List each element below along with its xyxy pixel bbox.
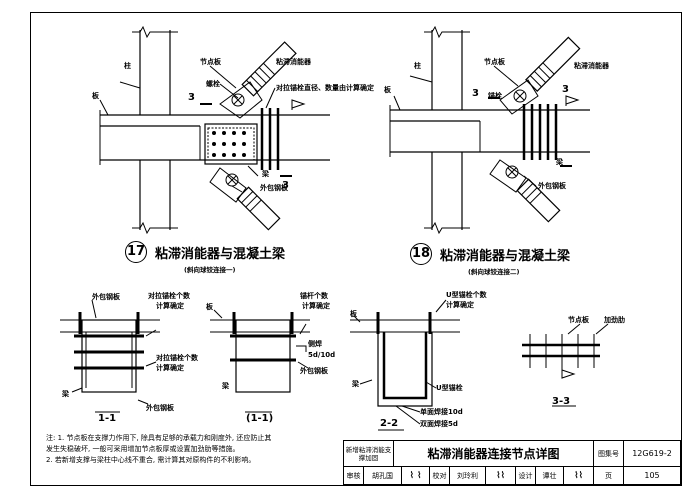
fig17-node-plate-label: 节点板 (200, 58, 221, 66)
fig17-subcaption: (斜向球铰连接一) (184, 266, 236, 274)
tb-checker: 刘玲利 (450, 467, 486, 484)
fig18-outer-steel-label: 外包钢板 (538, 182, 566, 190)
tb-check-label: 校对 (430, 467, 450, 484)
sec22-u-bolt-count-label: U型锚栓个数 (446, 291, 487, 299)
fig17-damper-label: 粘滞消能器 (276, 58, 311, 66)
fig18-caption: 粘滞消能器与混凝土梁 (440, 249, 571, 264)
tb-page-label: 页 (594, 467, 624, 484)
title-block: 新增粘滞消能支撑加固 粘滞消能器连接节点详图 图集号 12G619-2 审核 胡… (343, 440, 681, 485)
fig17-section-mark-lower: 3 (282, 180, 289, 191)
fig17-bolt-label: 螺栓 (206, 80, 220, 88)
notes: 注: 1. 节点板在支撑力作用下, 除具有足够的承载力和刚度外, 还应防止其 发… (46, 433, 336, 466)
sec33-node-plate-label: 节点板 (568, 316, 589, 324)
sec33-title: 3-3 (552, 396, 571, 407)
fig18-column-label: 柱 (414, 62, 421, 70)
sec11b-plate-label: 板 (206, 303, 213, 311)
fig18-drawing (389, 25, 590, 235)
fig18-number: 18 (410, 243, 432, 265)
fig17-caption: 粘滞消能器与混凝土梁 (155, 247, 286, 262)
sec22-drawing (350, 299, 460, 431)
sec11-outer-steel-top-label: 外包钢板 (92, 293, 120, 301)
sec33-stiffener-label: 加劲肋 (604, 316, 625, 324)
tb-design-label: 设计 (516, 467, 536, 484)
sec11b-beam-label: 梁 (222, 382, 229, 390)
fig17-beam-label: 梁 (262, 170, 269, 178)
sec22-beam-label: 梁 (352, 380, 359, 388)
sec22-single-weld-label: 单面焊接10d (420, 408, 463, 416)
sec11b-weld-size-label: 5d/10d (308, 351, 336, 359)
fig18-plate-label: 板 (384, 86, 391, 94)
tb-reviewer: 胡孔国 (364, 467, 402, 484)
sec11b-calc-label: 计算确定 (302, 302, 330, 310)
sec11-drawing (60, 299, 160, 413)
sec11b-side-weld-label: 侧焊 (308, 340, 322, 348)
tb-main-title: 粘滞消能器连接节点详图 (394, 441, 594, 467)
sec33-drawing (522, 323, 609, 407)
fig17-column-label: 柱 (124, 62, 131, 70)
sec22-u-bolt-label: U型锚栓 (436, 384, 463, 392)
sec11-calc2-label: 计算确定 (156, 364, 184, 372)
sec11-outer-steel-bottom-label: 外包钢板 (146, 404, 174, 412)
tb-page-no: 105 (644, 471, 660, 480)
fig17-bolt-note-label: 对拉锚栓直径、数量由计算确定 (276, 84, 374, 92)
tb-review-label: 审核 (344, 467, 364, 484)
fig17-number: 17 (125, 241, 147, 263)
sec22-double-weld-label: 双面焊接5d (420, 420, 458, 428)
fig18-subcaption: (斜向球铰连接二) (468, 268, 520, 276)
fig18-beam-label: 梁 (556, 158, 563, 166)
tb-reviewer-signature: ⌇ ⌇ (402, 467, 430, 484)
fig18-section-mark: 3 (472, 88, 479, 99)
note-line: 注: 1. 节点板在支撑力作用下, 除具有足够的承载力和刚度外, 还应防止其 (46, 434, 272, 442)
sec22-plate-label: 板 (350, 310, 357, 318)
sec11-bolt-count-label: 对拉锚栓个数 (148, 292, 190, 300)
fig18-damper-label: 粘滞消能器 (574, 62, 609, 70)
tb-left-title: 新增粘滞消能支撑加固 (344, 441, 394, 467)
sec11b-title: (1-1) (246, 413, 274, 424)
tb-atlas-no: 12G619-2 (624, 441, 680, 467)
tb-designer: 谭壮 (536, 467, 564, 484)
sec11-beam-label: 梁 (62, 390, 69, 398)
fig18-bolt-label: 锚栓 (488, 92, 502, 100)
sec11b-outer-steel-label: 外包钢板 (300, 367, 328, 375)
sec11-title: 1-1 (98, 413, 117, 424)
tb-designer-signature: ⌇⌇ (564, 467, 594, 484)
fig17-plate-label: 板 (92, 92, 99, 100)
fig17-drawing (99, 25, 330, 235)
tb-atlas-label: 图集号 (594, 441, 624, 467)
sec11-bolt-count2-label: 对拉锚栓个数 (156, 354, 198, 362)
tb-checker-signature: ⌇⌇ (486, 467, 516, 484)
fig17-section-mark: 3 (188, 92, 195, 103)
fig18-section-mark-right: 3 (562, 84, 569, 95)
sheet-border (30, 12, 682, 486)
fig17-outer-steel-label: 外包钢板 (260, 184, 288, 192)
fig18-node-plate-label: 节点板 (484, 58, 505, 66)
sec11b-bolt-count-label: 锚杆个数 (300, 292, 328, 300)
sec22-title: 2-2 (380, 418, 399, 429)
note-line: 2. 若新增支撑与梁柱中心线不重合, 需计算其对原构件的不利影响。 (46, 456, 256, 464)
sec22-calc-label: 计算确定 (446, 301, 474, 309)
sec11-calc-label: 计算确定 (156, 302, 184, 310)
note-line: 发生失稳破坏, 一般可采用增加节点板厚或设置加劲肋等措施。 (46, 445, 240, 453)
sec11b-drawing (210, 309, 310, 413)
